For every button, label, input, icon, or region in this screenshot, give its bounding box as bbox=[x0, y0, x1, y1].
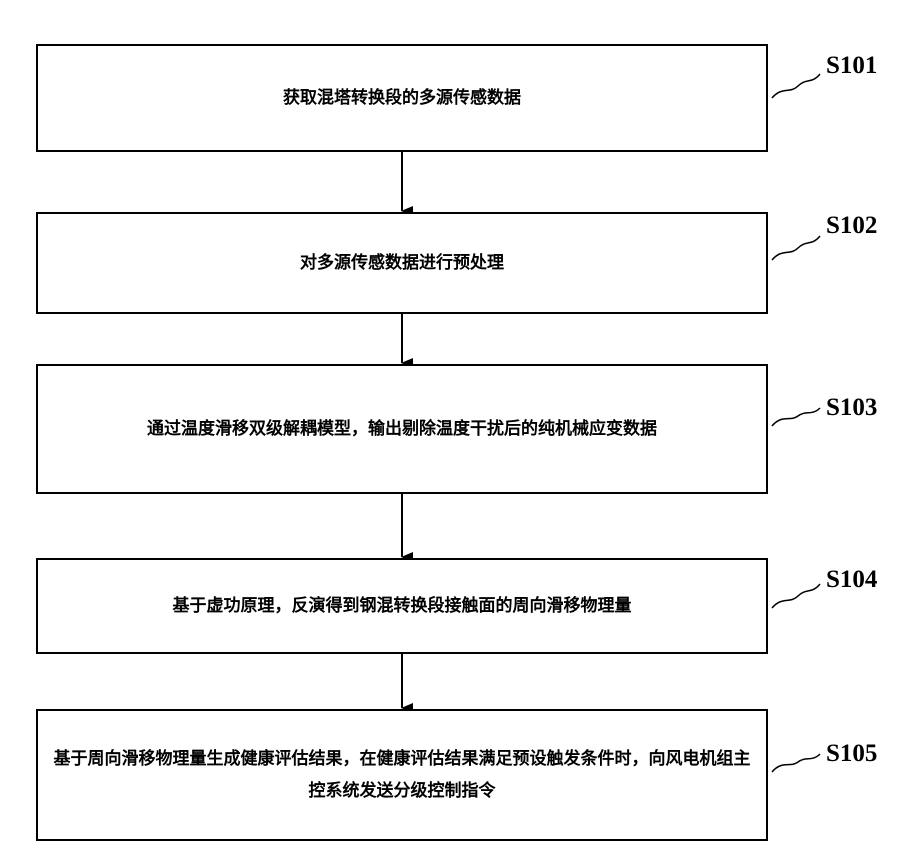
step-label-s103: S103 bbox=[826, 394, 877, 422]
step-text-s102: 对多源传感数据进行预处理 bbox=[286, 247, 518, 279]
leader-s102 bbox=[772, 236, 820, 260]
step-label-s101: S101 bbox=[826, 52, 877, 80]
step-box-s101: 获取混塔转换段的多源传感数据 bbox=[36, 44, 768, 152]
step-text-s104: 基于虚功原理，反演得到钢混转换段接触面的周向滑移物理量 bbox=[159, 590, 646, 622]
step-box-s104: 基于虚功原理，反演得到钢混转换段接触面的周向滑移物理量 bbox=[36, 558, 768, 654]
leader-s104 bbox=[772, 584, 820, 608]
leader-s101 bbox=[772, 74, 820, 98]
step-box-s102: 对多源传感数据进行预处理 bbox=[36, 212, 768, 314]
step-label-s105: S105 bbox=[826, 740, 877, 768]
step-label-s104: S104 bbox=[826, 566, 877, 594]
step-box-s103: 通过温度滑移双级解耦模型，输出剔除温度干扰后的纯机械应变数据 bbox=[36, 364, 768, 494]
leader-s105 bbox=[772, 754, 820, 772]
step-text-s103: 通过温度滑移双级解耦模型，输出剔除温度干扰后的纯机械应变数据 bbox=[133, 413, 671, 445]
step-label-s102: S102 bbox=[826, 212, 877, 240]
step-text-s101: 获取混塔转换段的多源传感数据 bbox=[269, 82, 535, 114]
leader-s103 bbox=[772, 408, 820, 426]
step-text-s105: 基于周向滑移物理量生成健康评估结果，在健康评估结果满足预设触发条件时，向风电机组… bbox=[38, 743, 766, 807]
step-box-s105: 基于周向滑移物理量生成健康评估结果，在健康评估结果满足预设触发条件时，向风电机组… bbox=[36, 709, 768, 841]
